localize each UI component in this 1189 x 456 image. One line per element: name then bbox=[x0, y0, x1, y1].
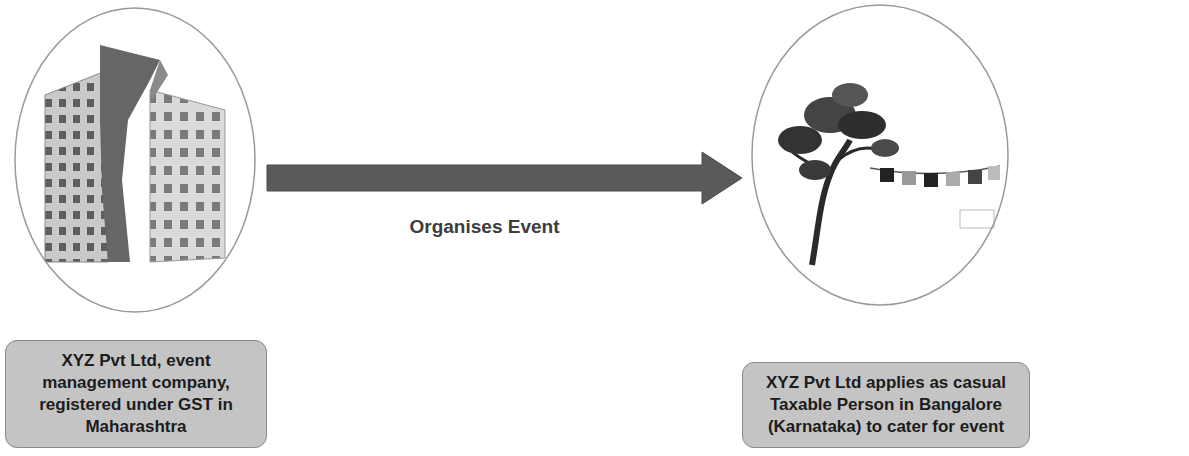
event-illustration bbox=[778, 83, 1000, 265]
bunting-flag bbox=[988, 166, 1000, 180]
caption-text: XYZ Pvt Ltd applies as casual Taxable Pe… bbox=[755, 372, 1017, 438]
bunting-flag bbox=[880, 168, 894, 182]
bunting-flag bbox=[946, 172, 960, 186]
tower-swoosh bbox=[100, 45, 160, 262]
circle-outline bbox=[5, 5, 267, 319]
building-illustration bbox=[45, 45, 225, 262]
bunting-flag bbox=[924, 173, 938, 187]
tree-foliage bbox=[799, 160, 831, 180]
flow-arrow bbox=[267, 152, 742, 204]
circle-outline bbox=[15, 8, 255, 312]
caption-box: XYZ Pvt Ltd, event management company, r… bbox=[5, 340, 267, 448]
tree-foliage bbox=[832, 83, 868, 107]
tree-foliage bbox=[871, 139, 899, 157]
office-tower bbox=[150, 90, 225, 262]
illustrated-node: XYZ Pvt Ltd, event management company, r… bbox=[5, 5, 267, 448]
light-dot bbox=[131, 197, 137, 203]
caption-box: XYZ Pvt Ltd applies as casual Taxable Pe… bbox=[742, 362, 1030, 448]
tree-foliage bbox=[778, 126, 822, 154]
bunting-flag bbox=[902, 171, 916, 185]
circle-outline bbox=[752, 5, 1008, 305]
circle-outline bbox=[742, 5, 1030, 315]
small-frame bbox=[960, 210, 994, 228]
illustrated-node: XYZ Pvt Ltd applies as casual Taxable Pe… bbox=[742, 5, 1030, 448]
arrow-label: Organises Event bbox=[407, 216, 563, 238]
tower-swoosh bbox=[150, 60, 168, 100]
caption-text: XYZ Pvt Ltd, event management company, r… bbox=[18, 350, 254, 438]
bunting-flag bbox=[968, 170, 982, 184]
tree-trunk bbox=[812, 140, 850, 265]
tree-foliage bbox=[838, 111, 886, 139]
office-tower bbox=[45, 70, 108, 262]
